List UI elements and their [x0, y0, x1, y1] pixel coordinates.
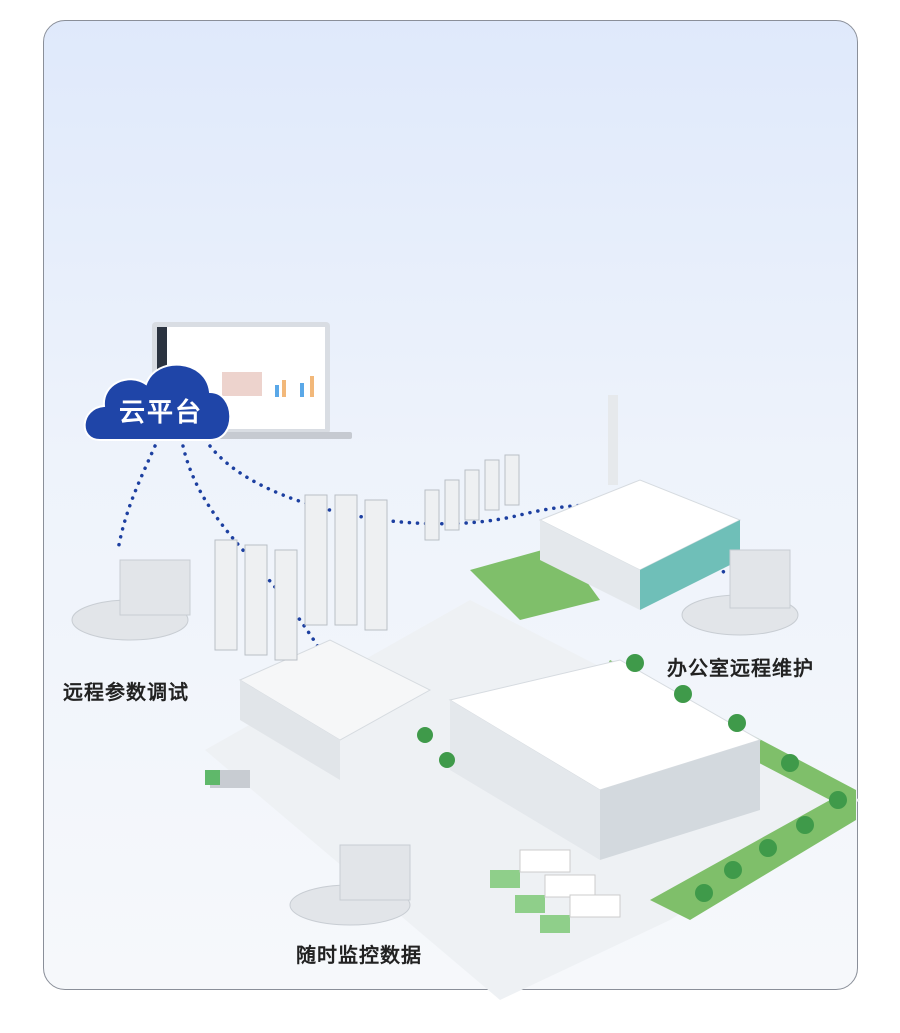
silos [214, 454, 520, 661]
remote-workstations [71, 549, 799, 926]
monitoring-label: 随时监控数据 [296, 943, 422, 967]
trees [417, 654, 847, 902]
remote-tuning-label: 远程参数调试 [63, 680, 189, 704]
cloud-icon [83, 363, 232, 441]
office-maintenance-label: 办公室远程维护 [667, 656, 814, 680]
trucks [205, 770, 621, 933]
cloud-platform-label: 云平台 [119, 398, 204, 428]
factory-buildings [238, 395, 762, 860]
